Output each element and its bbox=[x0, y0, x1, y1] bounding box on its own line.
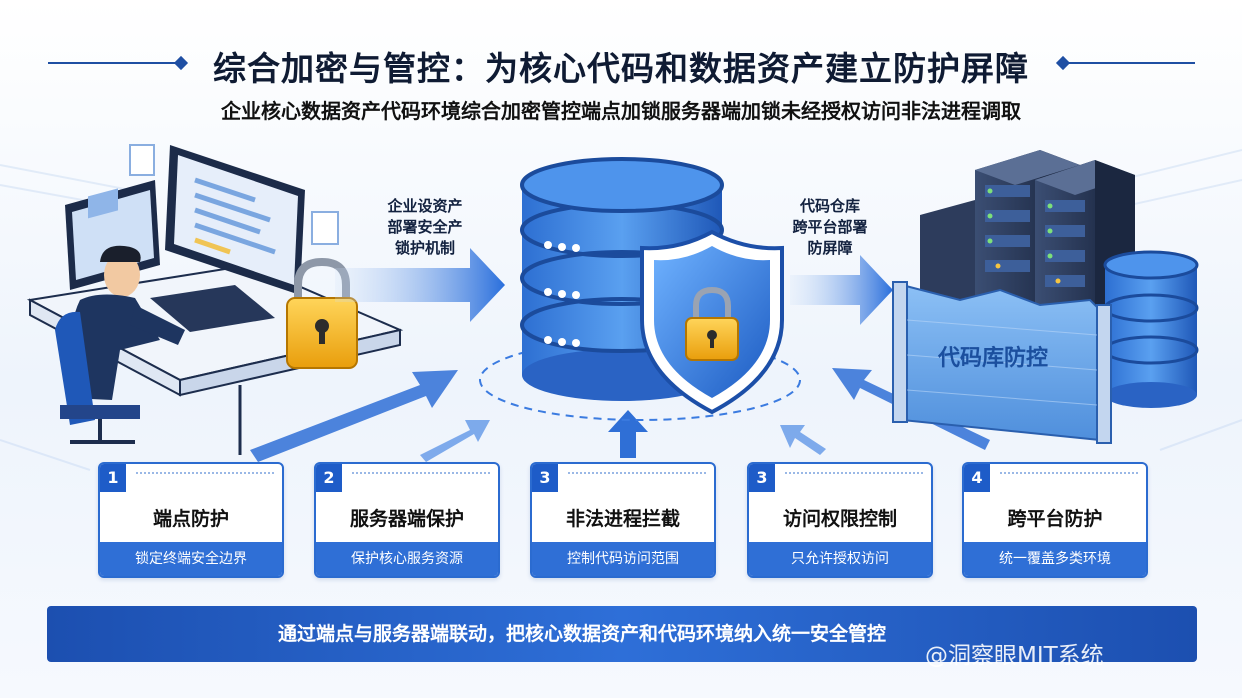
summary-banner-text: 通过端点与服务器端联动，把核心数据资产和代码环境纳入统一安全管控 bbox=[277, 623, 886, 645]
shield-lock-icon bbox=[640, 229, 784, 415]
title-decor-line-right bbox=[1065, 62, 1195, 64]
watermark: @洞察眼MIT系统 bbox=[925, 643, 1104, 669]
feature-card-access: 3 访问权限控制 只允许授权访问 bbox=[747, 462, 933, 578]
left-flow-label-line: 部署安全产 bbox=[387, 218, 463, 236]
left-flow-label-line: 企业设资产 bbox=[387, 197, 463, 215]
card-subtitle: 保护核心服务资源 bbox=[316, 542, 498, 576]
page-title: 综合加密与管控：为核心代码和数据资产建立防护屏障 bbox=[213, 49, 1029, 88]
card-dots-divider bbox=[785, 472, 923, 474]
card-number: 1 bbox=[100, 464, 126, 492]
card-subtitle: 控制代码访问范围 bbox=[532, 542, 714, 576]
right-flow-label-line: 跨平台部署 bbox=[792, 218, 868, 236]
server-rack-icon bbox=[920, 150, 1135, 345]
arrow-right-icon bbox=[790, 255, 893, 325]
card-title: 非法进程拦截 bbox=[565, 508, 680, 530]
arrow-right-icon bbox=[335, 248, 505, 322]
database-stack-icon bbox=[1103, 250, 1199, 408]
card-title: 访问权限控制 bbox=[782, 508, 897, 530]
feature-card-cross-platform: 4 跨平台防护 统一覆盖多类环境 bbox=[962, 462, 1148, 578]
right-flow-label-line: 代码仓库 bbox=[799, 197, 860, 215]
card-dots-divider bbox=[1000, 472, 1138, 474]
page-subtitle: 企业核心数据资产代码环境综合加密管控端点加锁服务器端加锁未经授权访问非法进程调取 bbox=[221, 99, 1021, 123]
card-number: 2 bbox=[316, 464, 342, 492]
card-subtitle: 只允许授权访问 bbox=[749, 542, 931, 576]
card-title: 跨平台防护 bbox=[1007, 508, 1103, 530]
right-flow-label: 代码仓库 跨平台部署 防屏障 bbox=[770, 196, 890, 259]
card-number: 4 bbox=[964, 464, 990, 492]
workstation-user-illustration bbox=[26, 144, 404, 455]
left-flow-label-line: 锁护机制 bbox=[394, 239, 455, 257]
title-row: 综合加密与管控：为核心代码和数据资产建立防护屏障 bbox=[0, 38, 1242, 88]
summary-banner: 通过端点与服务器端联动，把核心数据资产和代码环境纳入统一安全管控 bbox=[47, 606, 1197, 662]
right-flow-label-line: 防屏障 bbox=[807, 239, 853, 257]
card-title: 端点防护 bbox=[152, 508, 229, 530]
feature-card-server: 2 服务器端保护 保护核心服务资源 bbox=[314, 462, 500, 578]
card-subtitle: 锁定终端安全边界 bbox=[100, 542, 282, 576]
card-title: 服务器端保护 bbox=[349, 508, 464, 530]
left-flow-label: 企业设资产 部署安全产 锁护机制 bbox=[365, 196, 485, 259]
card-dots-divider bbox=[352, 472, 490, 474]
card-number: 3 bbox=[532, 464, 558, 492]
feature-card-process: 3 非法进程拦截 控制代码访问范围 bbox=[530, 462, 716, 578]
card-dots-divider bbox=[136, 472, 274, 474]
title-decor-line-left bbox=[48, 62, 178, 64]
firewall-wall-icon bbox=[892, 281, 1112, 444]
card-subtitle: 统一覆盖多类环境 bbox=[964, 542, 1146, 576]
firewall-wall-label: 代码库防控 bbox=[938, 346, 1049, 371]
card-number: 3 bbox=[749, 464, 775, 492]
feature-card-endpoint: 1 端点防护 锁定终端安全边界 bbox=[98, 462, 284, 578]
card-dots-divider bbox=[568, 472, 706, 474]
